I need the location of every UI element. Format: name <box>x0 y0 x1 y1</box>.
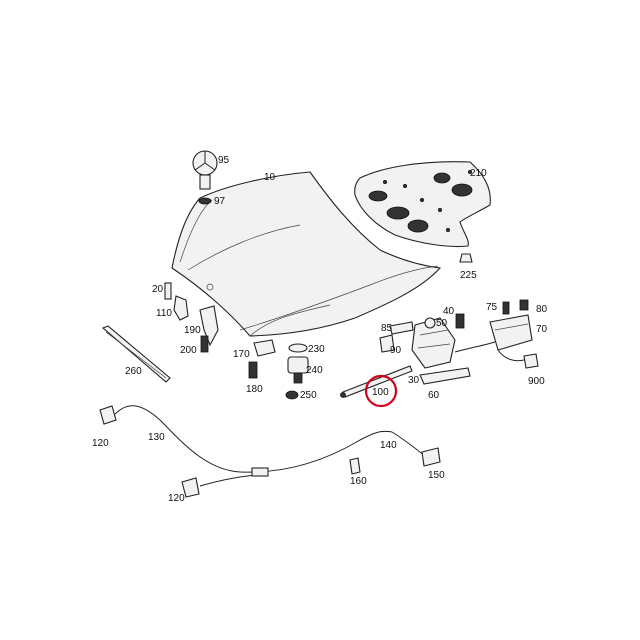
label-160: 160 <box>350 476 367 487</box>
star-emblem <box>192 150 218 205</box>
label-230: 230 <box>308 344 325 355</box>
label-97: 97 <box>214 196 226 207</box>
hood-panel <box>171 171 442 337</box>
label-210: 210 <box>470 168 487 179</box>
label-200: 200 <box>180 345 197 356</box>
release-cable <box>99 405 441 498</box>
label-150: 150 <box>428 470 445 481</box>
label-240: 240 <box>306 365 323 376</box>
label-90: 90 <box>390 345 402 356</box>
label-130: 130 <box>148 432 165 443</box>
label-30: 30 <box>408 375 420 386</box>
clip-225 <box>459 253 473 263</box>
label-260: 260 <box>125 366 142 377</box>
label-50: 50 <box>436 318 448 329</box>
hinge-assembly <box>164 282 219 353</box>
label-20: 20 <box>152 284 164 295</box>
label-170: 170 <box>233 349 250 360</box>
label-75: 75 <box>486 302 498 313</box>
label-85: 85 <box>381 323 393 334</box>
safety-catch <box>248 339 276 379</box>
hood-lock <box>379 313 496 385</box>
label-180: 180 <box>246 384 263 395</box>
label-110: 110 <box>156 308 172 319</box>
label-95: 95 <box>218 155 230 166</box>
label-70: 70 <box>536 324 548 335</box>
label-100: 100 <box>372 387 389 398</box>
hood-inner-frame <box>354 161 491 248</box>
label-10: 10 <box>264 172 276 183</box>
rubber-bumpers <box>285 343 309 400</box>
highlight-circle <box>364 374 398 408</box>
label-120b: 120 <box>168 493 185 504</box>
lock-actuator <box>489 299 539 369</box>
label-40: 40 <box>443 306 455 317</box>
label-250: 250 <box>300 390 317 401</box>
seal-strip <box>101 325 171 383</box>
label-190: 190 <box>184 325 201 336</box>
gas-strut <box>340 365 413 398</box>
label-900: 900 <box>528 376 545 387</box>
label-140: 140 <box>380 440 397 451</box>
label-60: 60 <box>428 390 440 401</box>
part-labels: 95 97 10 210 225 20 110 190 200 260 170 … <box>92 155 548 504</box>
label-225: 225 <box>460 270 477 281</box>
label-120a: 120 <box>92 438 109 449</box>
label-80: 80 <box>536 304 548 315</box>
